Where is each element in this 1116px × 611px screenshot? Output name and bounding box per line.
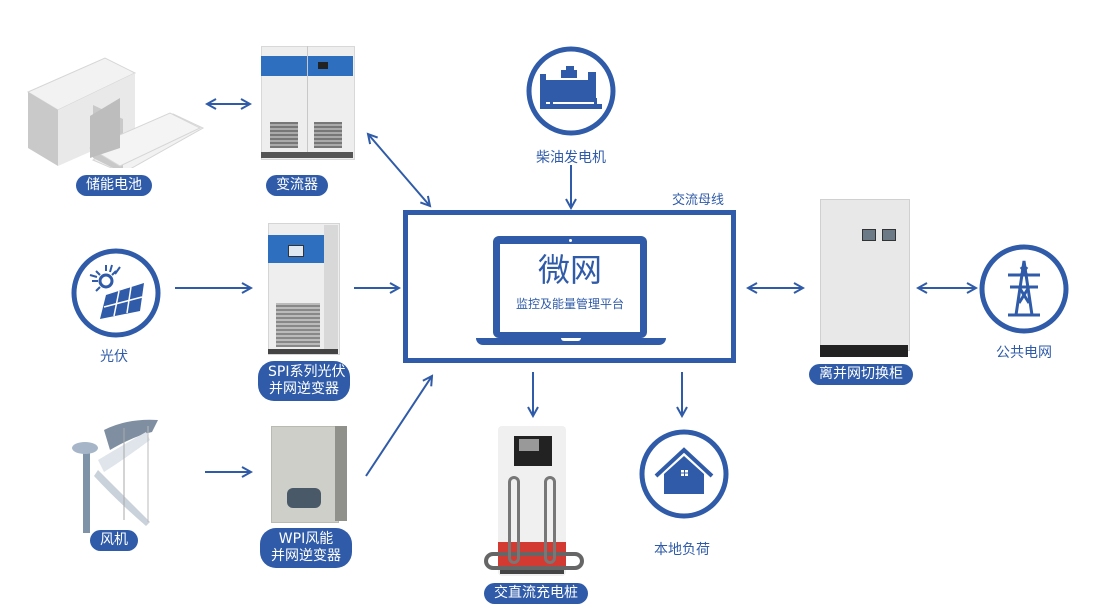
house-icon (638, 428, 730, 520)
wind-inverter-image (269, 424, 349, 524)
pv-inverter-image (266, 221, 342, 356)
charger-label: 交直流充电桩 (484, 583, 588, 604)
platform-title: 微网 (537, 251, 602, 289)
power-tower-icon (978, 243, 1070, 335)
arrow-wpi-platform (365, 376, 432, 477)
grid-label: 公共电网 (996, 345, 1052, 361)
diesel-label: 柴油发电机 (536, 150, 606, 166)
pv-label: 光伏 (100, 349, 128, 365)
bus-label: 交流母线 (672, 193, 725, 208)
solar-panel-icon (70, 247, 162, 339)
spi-label-line1: SPI系列光伏 (268, 364, 346, 380)
platform-subtitle: 监控及能量管理平台 (515, 297, 624, 311)
spi-label: SPI系列光伏 并网逆变器 (258, 361, 350, 401)
switch-label: 离并网切换柜 (809, 364, 913, 385)
converter-cabinet-image (258, 42, 358, 162)
wind-turbine-image (68, 410, 168, 535)
converter-label: 变流器 (266, 175, 328, 196)
wpi-label-line2: 并网逆变器 (271, 548, 341, 564)
ev-charger-image (470, 424, 600, 584)
battery-cabinet-image (25, 48, 205, 174)
battery-label: 储能电池 (76, 175, 152, 196)
arrow-converter-platform (368, 134, 430, 206)
switch-cabinet-image (818, 197, 913, 359)
platform-box (403, 210, 736, 363)
laptop-icon: 微网 监控及能量管理平台 (476, 236, 666, 350)
wpi-label: WPI风能 并网逆变器 (260, 528, 352, 568)
diesel-generator-icon (526, 46, 616, 136)
load-label: 本地负荷 (654, 542, 710, 558)
wpi-label-line1: WPI风能 (278, 531, 334, 547)
spi-label-line2: 并网逆变器 (269, 381, 339, 397)
wind-label: 风机 (90, 530, 138, 551)
